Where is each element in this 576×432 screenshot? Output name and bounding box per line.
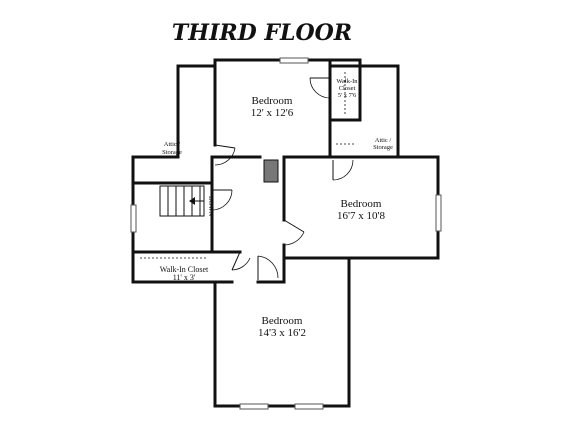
staircase — [159, 185, 205, 217]
attic-label-line2: Storage — [373, 144, 393, 151]
plan-title: THIRD FLOOR — [172, 20, 352, 46]
room-attic-left: Attic / Storage — [162, 141, 182, 156]
window-top — [279, 57, 309, 64]
window-left — [130, 204, 137, 233]
room-name: Bedroom — [252, 95, 293, 107]
room-walk-in-closet-small: Walk-In Closet 5' x 7'6 — [336, 78, 358, 99]
room-dimensions: 14'3 x 16'2 — [258, 327, 306, 339]
room-name: Bedroom — [341, 198, 382, 210]
stairs-label: DOWN — [207, 196, 214, 217]
doors — [211, 77, 354, 280]
room-dimensions: 16'7 x 10'8 — [337, 210, 385, 222]
attic-label-line1: Attic / — [164, 141, 181, 148]
closet-dimensions: 5' x 7'6 — [338, 92, 357, 99]
room-name: Bedroom — [262, 315, 303, 327]
room-bedroom-right: Bedroom 16'7 x 10'8 — [337, 198, 385, 222]
room-dimensions: 12' x 12'6 — [251, 107, 294, 119]
room-attic-right: Attic / Storage — [373, 137, 393, 151]
room-bedroom-top: Bedroom 12' x 12'6 — [251, 95, 294, 119]
outer-walls — [131, 58, 440, 408]
closet-label: Walk-In Closet — [160, 265, 209, 274]
closet-dimensions: 11' x 3' — [173, 273, 196, 282]
chimney-block — [263, 159, 279, 183]
closet-label-line2: Closet — [339, 85, 356, 92]
window-bottom-2 — [294, 403, 324, 410]
attic-label-line2: Storage — [162, 149, 182, 156]
attic-label-line1: Attic / — [375, 137, 392, 144]
window-right — [435, 194, 442, 232]
closet-rods — [140, 72, 356, 259]
room-walk-in-closet-lower: Walk-In Closet 11' x 3' — [160, 265, 209, 282]
windows — [130, 57, 442, 410]
closet-label-line1: Walk-In — [336, 78, 358, 85]
window-bottom-1 — [239, 403, 269, 410]
stair-arrow-icon — [189, 197, 195, 205]
room-bedroom-bottom: Bedroom 14'3 x 16'2 — [258, 315, 306, 339]
interior-walls — [131, 58, 400, 284]
